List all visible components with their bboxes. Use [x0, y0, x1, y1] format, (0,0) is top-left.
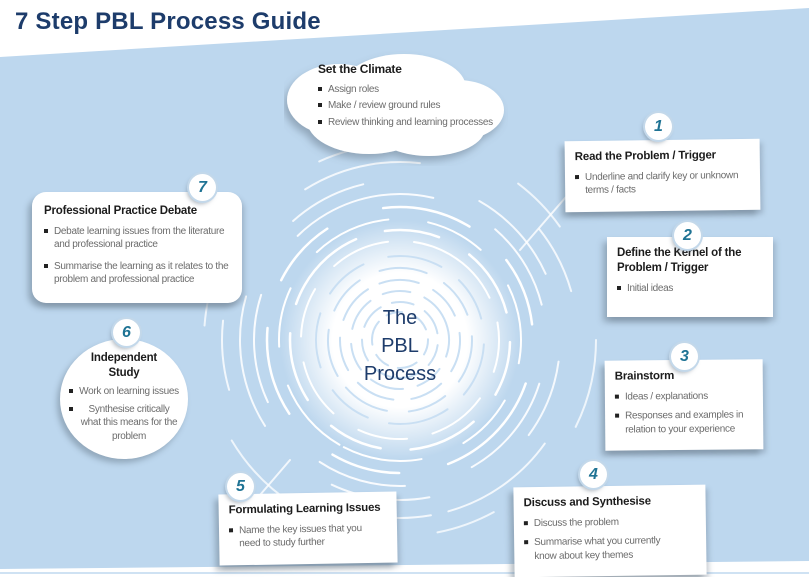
- bullet-item: Initial ideas: [617, 282, 763, 296]
- step-5-number-badge: 5: [227, 473, 254, 500]
- step-4-number-badge: 4: [580, 461, 607, 488]
- bullet-item: Name the key issues that you need to stu…: [228, 522, 387, 552]
- step-7-bullets: Debate learning issues from the literatu…: [44, 225, 230, 287]
- page-title: 7 Step PBL Process Guide: [15, 8, 321, 35]
- bullet-item: Debate learning issues from the literatu…: [44, 225, 230, 252]
- bullet-text: Work on learning issues: [79, 386, 179, 398]
- bullet-item: Ideas / explanations: [614, 389, 753, 404]
- bullet-square-icon: [228, 528, 234, 533]
- step-2-card: Define the Kernel of the Problem / Trigg…: [607, 237, 773, 317]
- bullet-text: Discuss the problem: [533, 516, 619, 529]
- center-line-3: Process: [363, 363, 437, 385]
- step-2-number-badge: 2: [674, 222, 701, 249]
- bullet-square-icon: [318, 103, 322, 108]
- step-4-heading: Discuss and Synthesise: [523, 495, 651, 510]
- bullet-item: Summarise what you currently know about …: [524, 534, 696, 563]
- bullet-square-icon: [523, 521, 528, 526]
- climate-heading: Set the Climate: [318, 62, 402, 76]
- bullet-square-icon: [524, 540, 529, 545]
- step-1-bullets: Underline and clarify key or unknown ter…: [574, 169, 750, 198]
- bullet-item: Responses and examples in relation to yo…: [615, 409, 753, 437]
- bullet-square-icon: [69, 389, 74, 394]
- step-5-card: Formulating Learning Issues Name the key…: [218, 491, 398, 566]
- bullet-text: Assign roles: [328, 83, 379, 95]
- bullet-item: Review thinking and learning processes: [318, 116, 502, 130]
- step-6-circle-card: Independent Study Work on learning issue…: [60, 339, 188, 459]
- bullet-item: Assign roles: [318, 83, 502, 97]
- center-line-1: The: [382, 307, 418, 329]
- step-3-heading: Brainstorm: [614, 370, 675, 383]
- bullet-text: Ideas / explanations: [624, 390, 708, 403]
- bottom-accent-line: [0, 572, 809, 574]
- step-1-card: Read the Problem / Trigger Underline and…: [564, 138, 761, 213]
- bullet-text: Make / review ground rules: [328, 100, 441, 112]
- step-7-number-badge: 7: [189, 174, 216, 201]
- center-label: The PBL Process: [330, 304, 470, 388]
- bullet-text: Summarise the learning as it relates to …: [54, 260, 229, 286]
- step-2-heading: Define the Kernel of the Problem / Trigg…: [617, 247, 742, 274]
- bullet-square-icon: [574, 174, 580, 180]
- step-6-number-badge: 6: [113, 319, 140, 346]
- step-6-heading: Independent Study: [90, 351, 158, 379]
- bullet-square-icon: [318, 119, 322, 124]
- bullet-text: Underline and clarify key or unknown ter…: [584, 170, 739, 197]
- bullet-text: Review thinking and learning processes: [328, 116, 493, 128]
- bullet-square-icon: [44, 228, 48, 233]
- bullet-item: Summarise the learning as it relates to …: [44, 260, 230, 287]
- bullet-text: Name the key issues that you need to stu…: [238, 522, 362, 550]
- step-3-number-badge: 3: [671, 343, 698, 370]
- bullet-text: Debate learning issues from the literatu…: [54, 225, 225, 251]
- bullet-item: Make / review ground rules: [318, 99, 502, 113]
- bullet-text: Synthesise critically what this means fo…: [80, 403, 178, 442]
- step-1-number-badge: 1: [645, 113, 672, 140]
- step-1-heading: Read the Problem / Trigger: [574, 149, 716, 164]
- bullet-square-icon: [318, 86, 322, 91]
- bullet-square-icon: [69, 406, 73, 411]
- step-5-heading: Formulating Learning Issues: [228, 501, 381, 517]
- bullet-square-icon: [617, 285, 621, 290]
- cloud-icon: [287, 54, 504, 156]
- bullet-item: Discuss the problem: [523, 515, 696, 531]
- step-2-bullets: Initial ideas: [617, 282, 763, 296]
- bullet-square-icon: [615, 414, 620, 419]
- bullet-square-icon: [614, 394, 619, 399]
- bullet-text: Summarise what you currently know about …: [534, 535, 661, 562]
- step-7-heading: Professional Practice Debate: [44, 205, 197, 217]
- step-5-bullets: Name the key issues that you need to stu…: [228, 522, 387, 552]
- bullet-text: Initial ideas: [627, 282, 674, 294]
- bullet-square-icon: [44, 263, 48, 268]
- step-4-card: Discuss and Synthesise Discuss the probl…: [513, 484, 707, 577]
- center-line-2: PBL: [381, 335, 419, 357]
- step-7-card: Professional Practice Debate Debate lear…: [32, 192, 242, 303]
- bullet-item: Underline and clarify key or unknown ter…: [574, 169, 750, 198]
- bullet-item: Work on learning issues: [69, 385, 179, 399]
- bullet-item: Synthesise critically what this means fo…: [69, 403, 179, 444]
- bullet-text: Responses and examples in relation to yo…: [625, 409, 744, 436]
